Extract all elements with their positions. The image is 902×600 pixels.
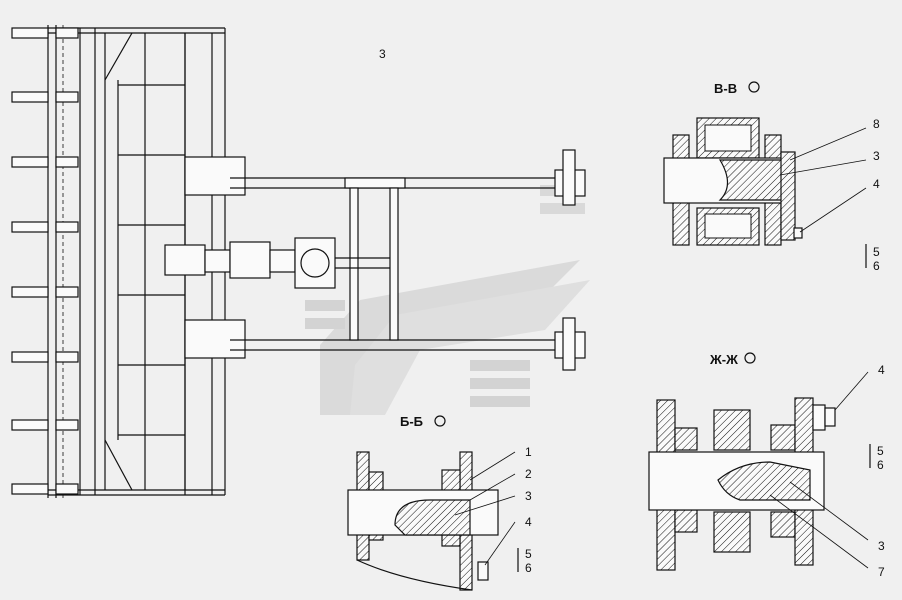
section-zhzh-scale-symbol [744,352,756,364]
main-view-assembly [11,25,586,498]
section-zhzh-fraction-bottom: 6 [877,458,884,472]
section-vv-callout-3: 3 [873,149,880,163]
section-bb-callout-2: 2 [525,467,532,481]
section-vv-callout-4: 4 [873,177,880,191]
section-bb-callout-1: 1 [525,445,532,459]
section-bb-fraction-bottom: 6 [525,561,532,575]
section-bb-title: Б-Б [400,414,423,429]
section-vv-fraction-bottom: 6 [873,259,880,273]
section-bb-scale-symbol [434,415,446,427]
section-vv: В-В 8 3 4 5 6 [663,81,880,273]
section-zhzh-callout-4: 4 [878,363,885,377]
section-vv-fraction-top: 5 [873,245,880,259]
section-zhzh-callout-7: 7 [878,565,885,579]
section-vv-scale-symbol [748,81,760,93]
section-bb-fraction-top: 5 [525,547,532,561]
section-vv-callout-8: 8 [873,117,880,131]
section-zhzh: Ж-Ж 4 3 7 5 6 [648,352,885,579]
section-zhzh-title: Ж-Ж [709,352,738,367]
section-bb: Б-Б 1 2 3 4 5 6 [347,414,532,591]
section-bb-callout-4: 4 [525,515,532,529]
bucket-teeth [11,27,79,495]
section-vv-title: В-В [714,81,737,96]
watermark-logo [305,185,590,415]
section-zhzh-callout-3: 3 [878,539,885,553]
main-view-label: 3 [379,47,386,61]
section-bb-callout-3: 3 [525,489,532,503]
section-zhzh-fraction-top: 5 [877,444,884,458]
